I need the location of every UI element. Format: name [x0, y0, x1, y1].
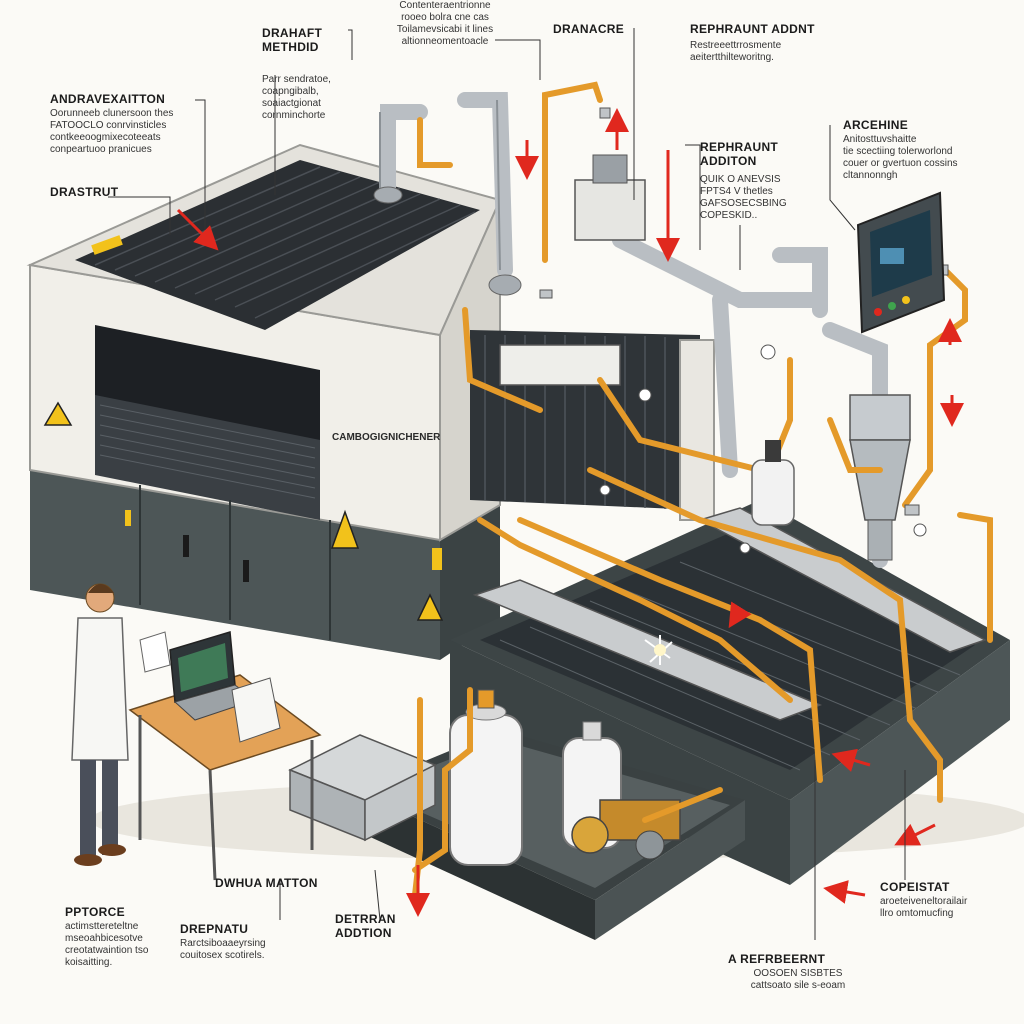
operator-figure	[71, 583, 171, 866]
callout-desc: aroeteiveneltorailair llro omtomucfing	[880, 896, 968, 919]
callout-rephraunt-addition: REPHRAUNT ADDITON QUIK O ANEVSIS FPTS4 V…	[700, 140, 810, 222]
callout-title: REPHRAUNT ADDNT	[690, 22, 815, 36]
callout-desc: actimsttereteltne mseoahbicesotve creota…	[65, 921, 149, 968]
front-vent-lower	[95, 395, 320, 520]
flow-arrows	[176, 108, 964, 917]
callout-andravexaition: ANDRAVEXAITTON Oorunneeb clunersoon thes…	[50, 92, 200, 156]
callout-arcehine: ARCEHINE Anitosttuvshaitte tie scectiing…	[843, 118, 1018, 182]
callout-title: ANDRAVEXAITTON	[50, 92, 166, 106]
machine-brand-label: CAMBOGIGNICHENER	[332, 432, 441, 443]
callout-detrran-addtion: DETRRAN ADDTION	[335, 912, 396, 940]
callout-a-refrbeernt: A REFRBEERNT OOSOEN SISBTES cattsoato si…	[728, 952, 868, 992]
callout-title: DETRRAN ADDTION	[335, 912, 396, 940]
callout-desc: QUIK O ANEVSIS FPTS4 V thetles GAFSOSECS…	[700, 174, 787, 221]
callout-desc: Rarctsiboaaeyrsing couitosex scotirels.	[180, 938, 266, 961]
refrigerant-tank	[449, 689, 523, 866]
operator-desk	[128, 631, 322, 881]
main-cabinet	[26, 143, 502, 660]
callout-desc: Contenteraentrionne rooeo bolra cne cas …	[396, 0, 494, 47]
callout-title: A REFRBEERNT	[728, 952, 826, 966]
separator	[849, 394, 911, 561]
callout-title: DRAHAFT METHDID	[262, 26, 323, 54]
callout-drepnatu: DREPNATU Rarctsiboaaeyrsing couitosex sc…	[180, 922, 305, 962]
callout-desc: Oorunneeb clunersoon thes FATOOCLO conrv…	[50, 108, 174, 155]
warning-icon	[330, 509, 360, 549]
callout-title: COPEISTAT	[880, 880, 950, 894]
callout-top-note: Contenteraentrionne rooeo bolra cne cas …	[375, 0, 515, 48]
callout-draught-method: DRAHAFT METHDID Parr sendratoe, coapngib…	[262, 26, 352, 122]
callout-dwhua-matton: DWHUA MATTON	[215, 876, 318, 890]
callout-rephraunt-addnt: REPHRAUNT ADDNT Restreeettrrosmente aeit…	[690, 22, 820, 64]
spark-icon	[644, 635, 673, 665]
warning-icon	[43, 401, 73, 426]
steel-pipes	[380, 92, 888, 568]
callout-title: DRANACRE	[553, 22, 625, 36]
callout-title: ARCEHINE	[843, 118, 909, 132]
callout-title: DREPNATU	[180, 922, 249, 936]
pump	[571, 799, 681, 860]
front-window-upper	[95, 325, 320, 455]
callout-title: DRASTRUT	[50, 185, 119, 199]
callout-drastrut: DRASTRUT	[50, 185, 118, 199]
callout-desc: Parr sendratoe, coapngibalb, soaiactgion…	[262, 74, 331, 121]
callout-desc: OOSOEN SISBTES cattsoato sile s-eoam	[750, 968, 846, 991]
callout-desc: Restreeettrrosmente aeitertthilteworitng…	[690, 40, 782, 63]
callout-pptorce: PPTORCE actimsttereteltne mseoahbicesotv…	[65, 905, 195, 969]
receiver-tank	[751, 440, 795, 526]
control-panel	[856, 191, 946, 334]
callout-title: PPTORCE	[65, 905, 125, 919]
callout-dranacre: DRANACRE	[553, 22, 624, 36]
callout-lines	[108, 28, 906, 940]
callout-copeistat: COPEISTAT aroeteiveneltorailair llro omt…	[880, 880, 1020, 920]
callout-desc: Anitosttuvshaitte tie scectiing tolerwor…	[843, 134, 958, 181]
callout-title: DWHUA MATTON	[215, 876, 318, 890]
valve-assembly	[499, 154, 646, 386]
warning-icon	[416, 593, 444, 621]
callout-title: REPHRAUNT ADDITON	[700, 140, 779, 168]
